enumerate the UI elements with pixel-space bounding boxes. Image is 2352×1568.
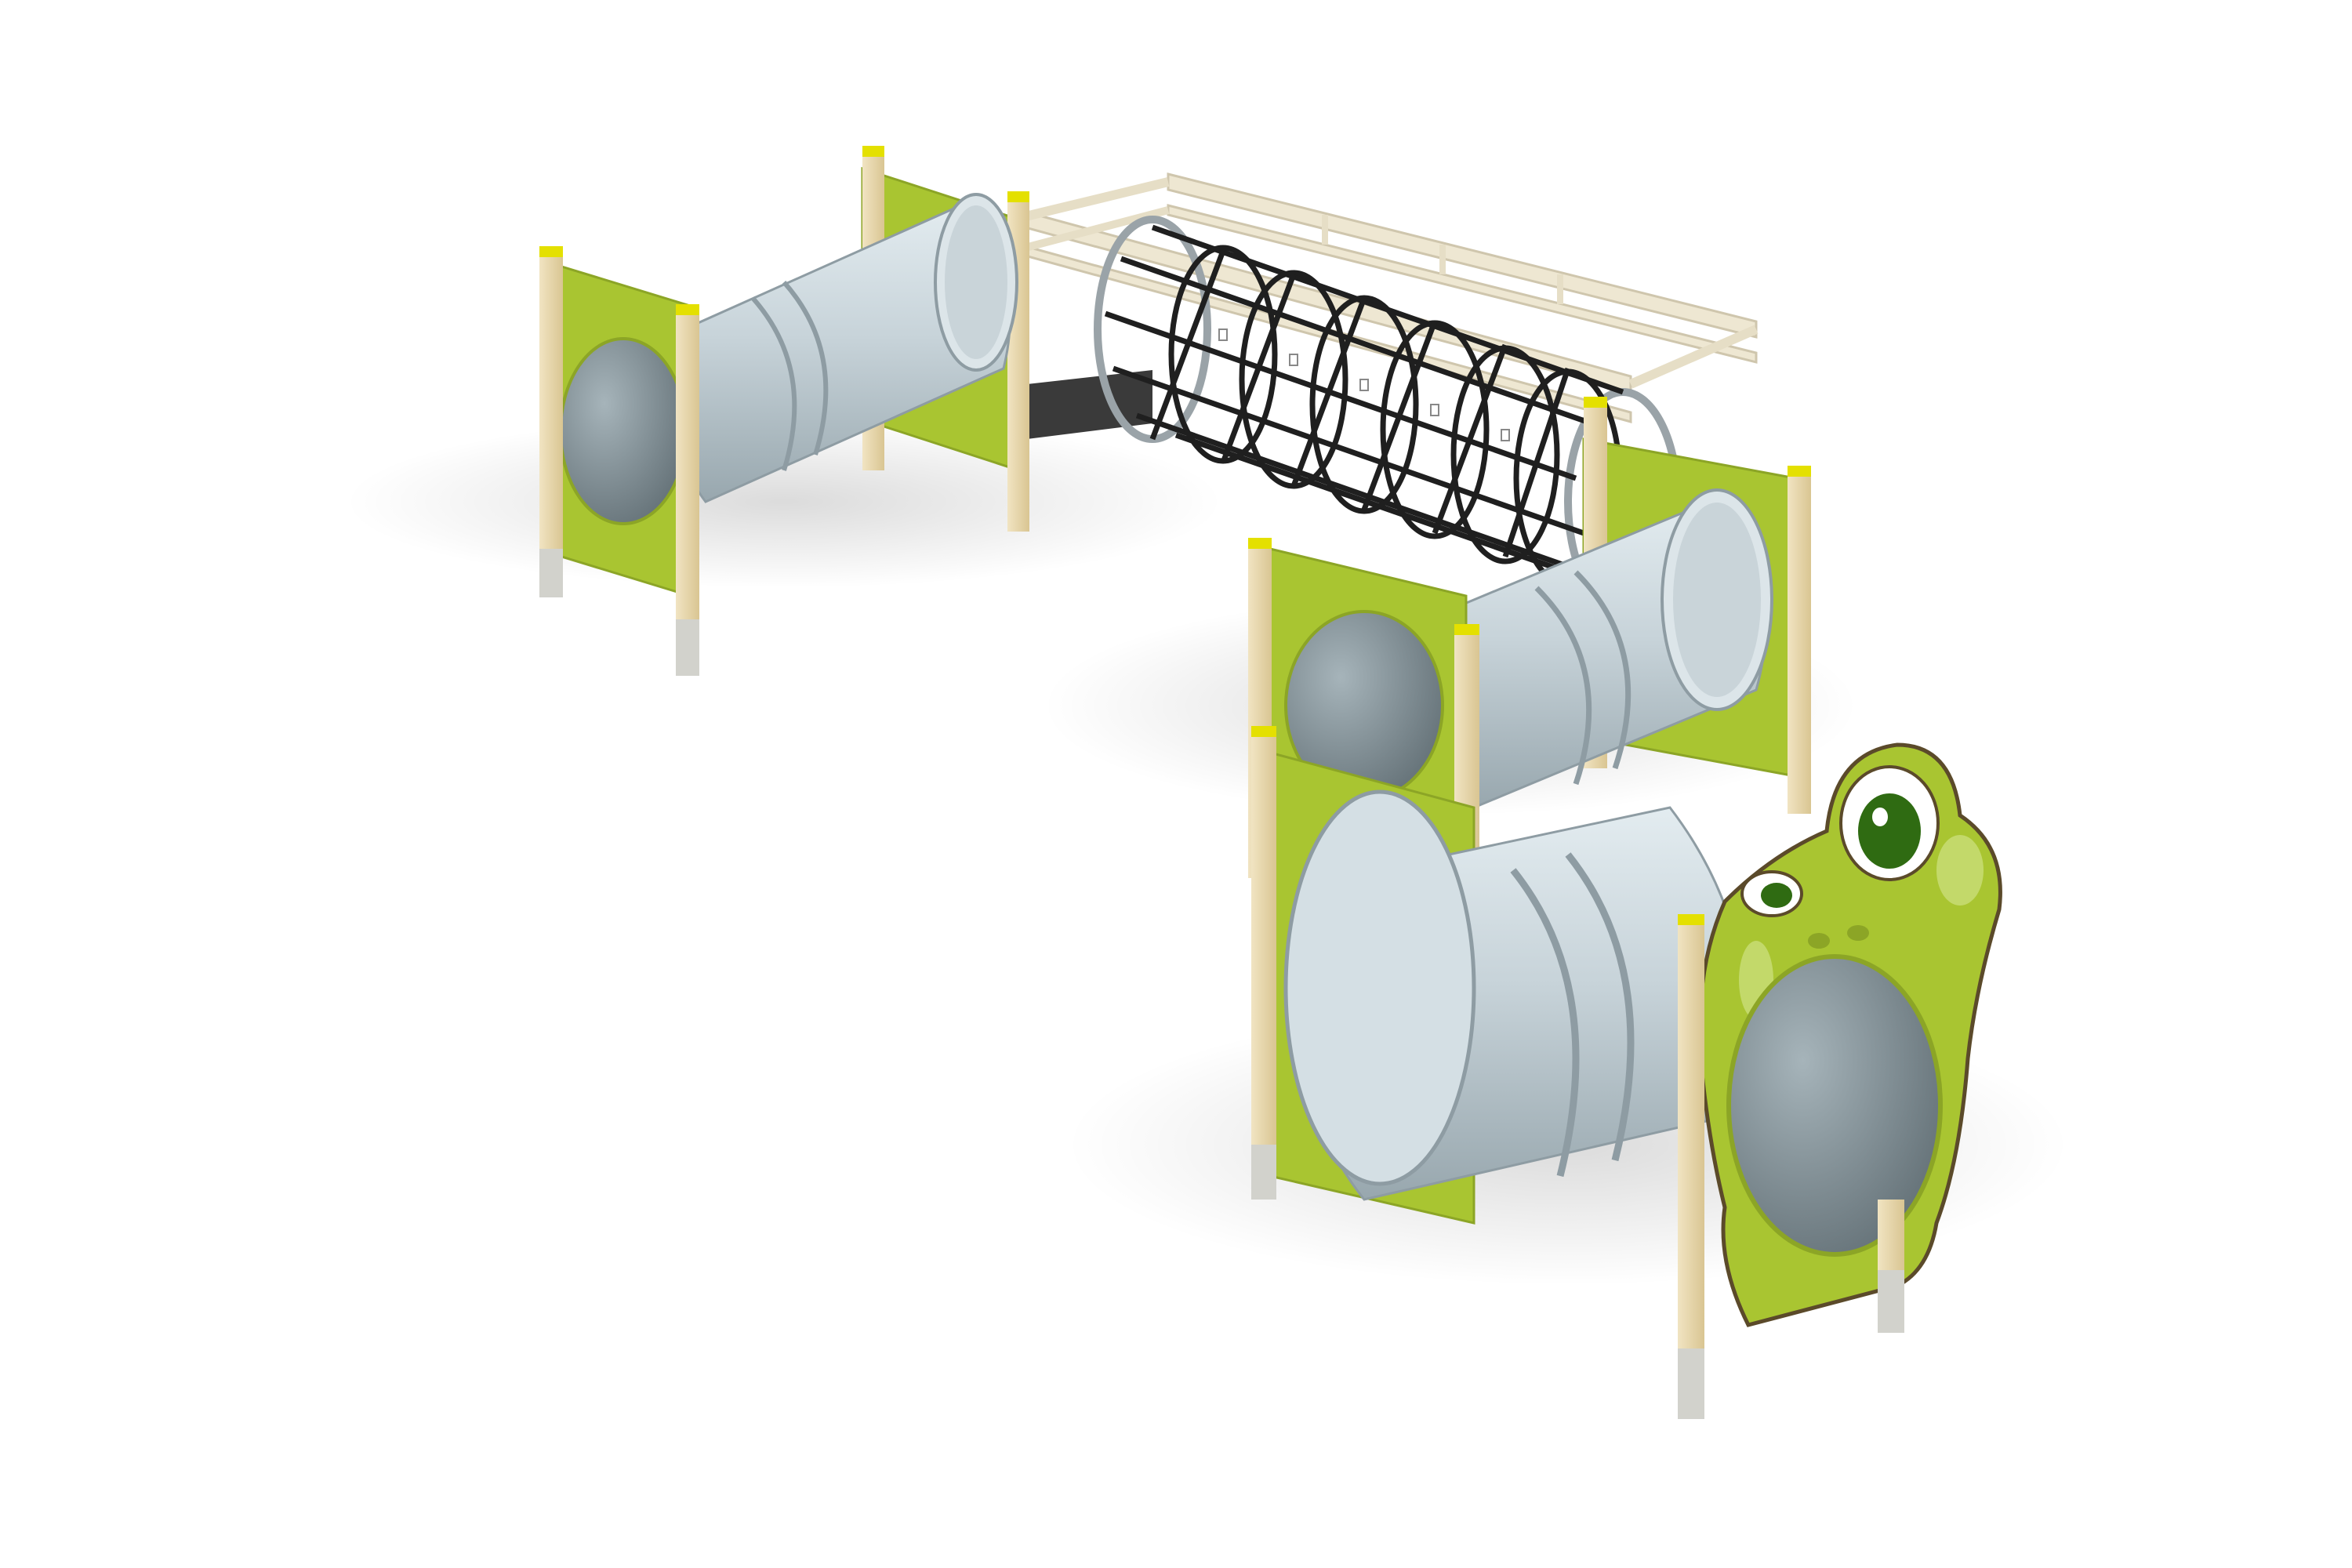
net-tunnel <box>1094 216 1682 615</box>
front-tunnel-section <box>1251 726 2002 1419</box>
frog-mouth-opening <box>1726 954 1943 1257</box>
left-tunnel-section <box>539 146 1029 676</box>
frog-face-panel <box>1697 742 2002 1327</box>
left-tunnel-opening <box>559 337 688 525</box>
middle-tunnel-section <box>1248 397 1811 956</box>
